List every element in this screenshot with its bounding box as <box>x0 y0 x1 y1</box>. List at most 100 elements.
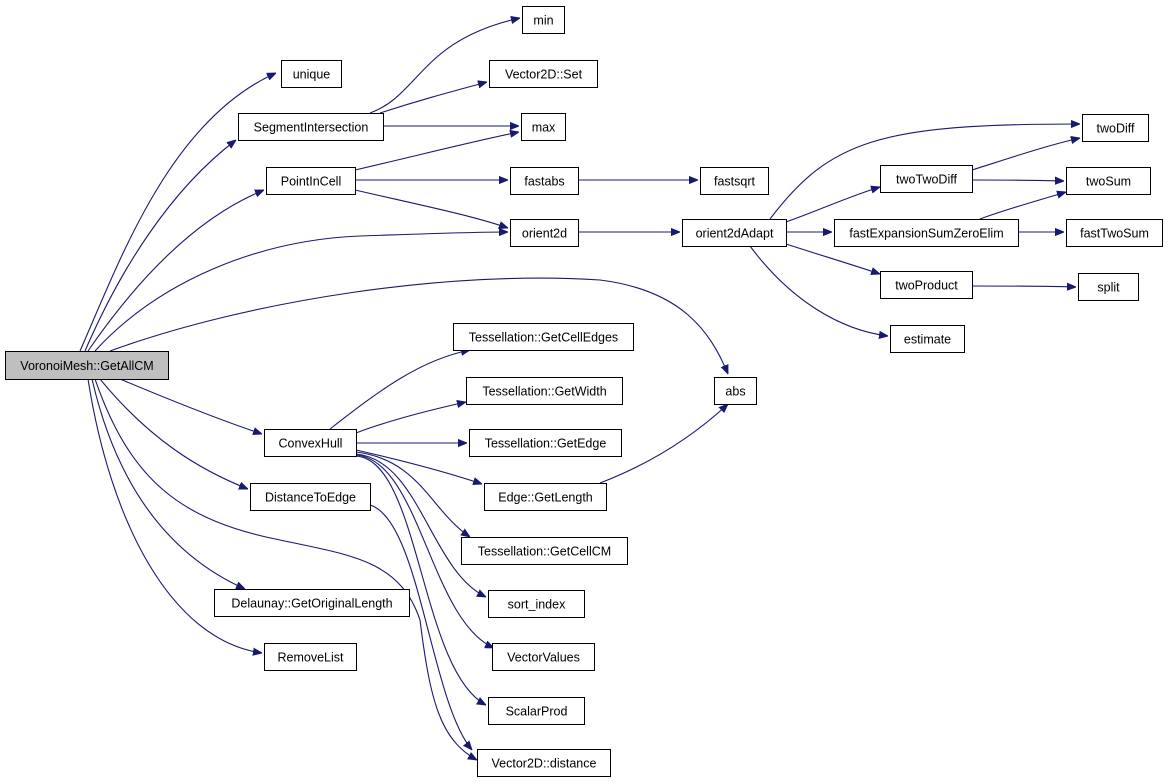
node-box <box>1066 219 1163 247</box>
node-box <box>250 483 371 511</box>
node-abs[interactable]: abs <box>714 377 757 405</box>
edge-dte-to-v2dist <box>369 504 472 750</box>
node-label: Tessellation::GetCellCM <box>478 545 611 559</box>
node-box <box>880 271 973 299</box>
node-fasttwosum[interactable]: fastTwoSum <box>1066 219 1163 247</box>
node-label: VectorValues <box>507 651 580 665</box>
node-split[interactable]: split <box>1078 273 1139 301</box>
node-tgw[interactable]: Tessellation::GetWidth <box>466 377 623 405</box>
node-box <box>214 589 410 617</box>
node-label: twoDiff <box>1097 122 1136 136</box>
node-label: fastabs <box>524 175 564 189</box>
edge-o2dadapt-to-estimate <box>749 245 888 336</box>
node-box <box>266 167 356 195</box>
edge-convexhull-to-sortindex <box>355 453 486 597</box>
node-segint[interactable]: SegmentIntersection <box>238 113 384 141</box>
node-egl[interactable]: Edge::GetLength <box>484 483 607 511</box>
node-box <box>510 219 579 247</box>
node-label: PointInCell <box>281 175 341 189</box>
node-estimate[interactable]: estimate <box>890 325 965 353</box>
edge-root-to-orient2d <box>94 232 508 352</box>
node-tgce[interactable]: Tessellation::GetCellEdges <box>453 323 634 351</box>
edge-twotwodiff-to-twosum <box>971 180 1064 181</box>
edge-root-to-removelist <box>87 378 262 653</box>
node-dte[interactable]: DistanceToEdge <box>250 483 371 511</box>
node-box <box>488 590 585 618</box>
node-label: Tessellation::GetCellEdges <box>469 331 618 345</box>
node-label: abs <box>725 385 745 399</box>
node-delaunay[interactable]: Delaunay::GetOriginalLength <box>214 589 410 617</box>
node-twoproduct[interactable]: twoProduct <box>880 271 973 299</box>
edge-root-to-abs <box>109 277 729 374</box>
node-box <box>1078 273 1139 301</box>
node-pic[interactable]: PointInCell <box>266 167 356 195</box>
edge-convexhull-to-vecvalues <box>355 454 494 649</box>
edge-egl-to-abs <box>599 404 728 484</box>
node-label: twoSum <box>1086 175 1131 189</box>
node-box <box>880 165 973 193</box>
node-box <box>1082 114 1149 142</box>
node-label: min <box>533 14 553 28</box>
node-label: ScalarProd <box>506 705 568 719</box>
node-box <box>461 537 628 565</box>
node-twosum[interactable]: twoSum <box>1066 167 1151 195</box>
node-root[interactable]: VoronoiMesh::GetAllCM <box>5 351 169 380</box>
node-box <box>466 377 623 405</box>
edge-root-to-unique <box>79 72 276 352</box>
node-v2set[interactable]: Vector2D::Set <box>489 60 598 88</box>
node-min[interactable]: min <box>522 6 565 34</box>
node-label: split <box>1097 281 1120 295</box>
edge-root-to-delaunay <box>91 378 245 590</box>
node-box <box>522 6 565 34</box>
node-label: Vector2D::distance <box>492 757 597 771</box>
node-box <box>484 483 607 511</box>
node-label: RemoveList <box>278 651 345 665</box>
node-box <box>682 219 787 247</box>
node-sortindex[interactable]: sort_index <box>488 590 585 618</box>
node-o2dadapt[interactable]: orient2dAdapt <box>682 219 787 247</box>
node-twotwodiff[interactable]: twoTwoDiff <box>880 165 973 193</box>
edge-root-to-dte <box>99 378 248 490</box>
node-label: fastTwoSum <box>1080 227 1149 241</box>
node-box <box>469 429 622 457</box>
node-label: max <box>532 121 556 135</box>
node-fastsqrt[interactable]: fastsqrt <box>700 167 769 195</box>
node-box <box>1066 167 1151 195</box>
node-vecvalues[interactable]: VectorValues <box>492 643 595 671</box>
node-fesze[interactable]: fastExpansionSumZeroElim <box>834 219 1019 247</box>
node-convexhull[interactable]: ConvexHull <box>264 429 357 457</box>
node-box <box>700 167 769 195</box>
node-max[interactable]: max <box>521 113 566 141</box>
node-unique[interactable]: unique <box>281 60 342 88</box>
node-label: twoProduct <box>895 279 958 293</box>
node-label: orient2dAdapt <box>696 227 774 241</box>
node-tgcm[interactable]: Tessellation::GetCellCM <box>461 537 628 565</box>
node-box <box>238 113 384 141</box>
node-label: fastsqrt <box>714 175 756 189</box>
edge-convexhull-to-tgcm <box>355 451 470 537</box>
edge-root-to-pic <box>87 189 264 352</box>
node-label: DistanceToEdge <box>265 491 356 505</box>
node-box <box>521 113 566 141</box>
node-label: Tessellation::GetEdge <box>485 437 607 451</box>
node-tge[interactable]: Tessellation::GetEdge <box>469 429 622 457</box>
edge-o2dadapt-to-twoproduct <box>785 243 880 274</box>
node-label: Delaunay::GetOriginalLength <box>231 597 392 611</box>
edge-convexhull-to-egl <box>355 449 482 484</box>
node-label: twoTwoDiff <box>896 173 957 187</box>
node-removelist[interactable]: RemoveList <box>264 643 357 671</box>
edge-o2dadapt-to-twodiff <box>769 124 1080 220</box>
node-v2dist[interactable]: Vector2D::distance <box>477 749 611 777</box>
node-twodiff[interactable]: twoDiff <box>1082 114 1149 142</box>
node-box <box>5 351 169 380</box>
edge-root-to-convexhull <box>119 378 262 434</box>
edge-convexhull-to-scalarprod <box>355 455 486 705</box>
node-orient2d[interactable]: orient2d <box>510 219 579 247</box>
node-label: Tessellation::GetWidth <box>482 385 606 399</box>
node-label: orient2d <box>522 227 567 241</box>
node-fastabs[interactable]: fastabs <box>510 167 579 195</box>
edge-convexhull-to-tgce <box>329 350 470 430</box>
node-scalarprod[interactable]: ScalarProd <box>488 697 585 725</box>
node-box <box>281 60 342 88</box>
